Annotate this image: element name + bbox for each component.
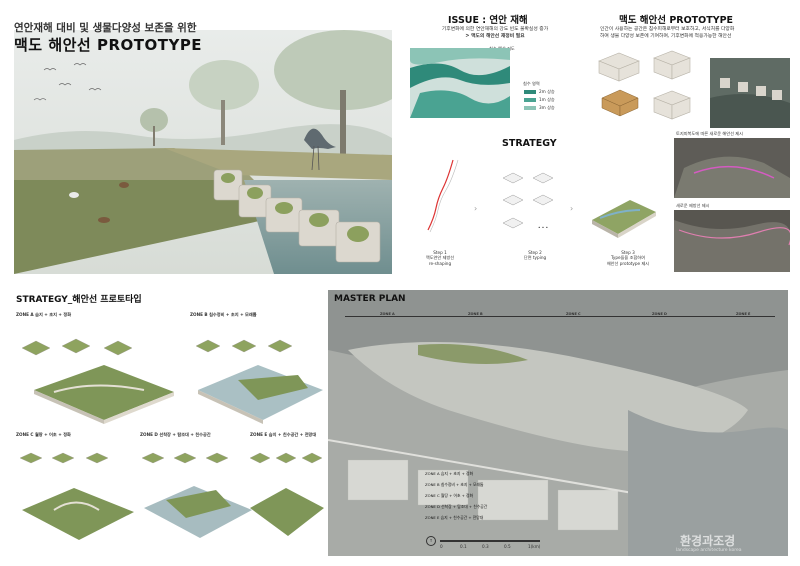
legend-label-3: 3m 상승 <box>539 105 555 110</box>
step2-diagram <box>498 168 558 238</box>
zone-b-label: ZONE B 침수정비 + 초지 + 모래톱 <box>190 312 257 317</box>
scale-1: 0.1 <box>460 544 467 549</box>
zone-b-marker: ZONE B <box>468 312 483 316</box>
step1-label: Step 1 맥도연안 제방선 re-shaping <box>410 250 470 266</box>
prototype-caption-2: 새로운 제방선 제시 <box>676 203 710 208</box>
hero-rendering <box>14 30 392 274</box>
flood-map <box>410 48 510 118</box>
strategy-title: STRATEGY <box>502 138 557 149</box>
arrow-icon: › <box>570 204 574 213</box>
zone-c-label: ZONE C 월땅 + 어초 + 정화 <box>16 432 71 437</box>
issue-desc-1: 기후변화에 의한 연안재해의 강도 빈도 불확실성 증가 <box>441 27 549 32</box>
page-subtitle: 연안재해 대비 및 생물다양성 보존을 위한 <box>14 22 197 34</box>
scale-3: 0.5 <box>504 544 511 549</box>
legend-zone-e: ZONE E 습지 + 친수공간 + 전망대 <box>425 515 484 520</box>
zone-e-models <box>246 440 326 550</box>
step3-line2: Type들을 조합하여 <box>610 255 646 260</box>
zone-e-label: ZONE E 습지 + 친수공간 + 전망대 <box>250 432 317 437</box>
zone-a-models <box>14 320 184 425</box>
step3-label: Step 3 Type들을 조합하여 해안선 prototype 제시 <box>588 250 668 267</box>
legend-swatch-1 <box>524 90 536 94</box>
legend-zone-d: ZONE D 선착장 + 탐조대 + 친수공간 <box>425 504 488 509</box>
step1-diagram <box>408 158 468 233</box>
issue-desc-2: > 맥도의 해안선 재정비 필요 <box>465 34 525 39</box>
step3-line3: 해안선 prototype 제시 <box>606 261 650 266</box>
step1-line2: 맥도연안 제방선 <box>425 255 455 260</box>
step1-line1: Step 1 <box>433 250 447 255</box>
step1-line3: re-shaping <box>428 261 452 266</box>
step3-diagram <box>590 180 658 240</box>
prototype-title: 맥도 해안선 PROTOTYPE <box>619 15 734 26</box>
scale-0: 0 <box>440 544 443 549</box>
zone-d-marker: ZONE D <box>652 312 667 316</box>
prototype-photo <box>710 58 790 128</box>
legend-zone-a: ZONE A 습지 + 초지 + 정화 <box>425 471 473 476</box>
strategy-types-title: STRATEGY_해안선 프로토타입 <box>16 295 142 305</box>
landcover-map <box>674 138 790 198</box>
step3-line1: Step 3 <box>621 250 635 255</box>
zone-a-label: ZONE A 습지 + 초지 + 정화 <box>16 312 72 317</box>
zone-c-marker: ZONE C <box>566 312 581 316</box>
zone-d-models <box>136 440 256 550</box>
master-plan-legend: ZONE A 습지 + 초지 + 정화 ZONE B 침수정비 + 초지 + 모… <box>425 468 535 523</box>
legend-zone-c: ZONE C 월땅 + 어초 + 정화 <box>425 493 474 498</box>
scale-bar <box>440 540 540 542</box>
levee-map <box>674 210 792 272</box>
master-plan-title: MASTER PLAN <box>334 294 406 304</box>
prototype-desc-1: 인간이 사용하는 공간은 침수피해로부터 보호하고, 서식처를 다양화 <box>600 27 735 32</box>
step2-line1: Step 2 <box>528 250 542 255</box>
zone-a-marker: ZONE A <box>380 312 395 316</box>
legend-label-2: 1m 상승 <box>539 97 555 102</box>
watermark-title: 환경과조경 <box>680 534 736 548</box>
flood-legend-title: 침수 영역 <box>523 81 540 86</box>
issue-title: ISSUE : 연안 재해 <box>448 15 528 26</box>
legend-label-1: 2m 상승 <box>539 89 555 94</box>
master-plan-map <box>328 290 788 556</box>
watermark-subtitle: landscape architecture korea <box>676 548 742 553</box>
scale-4: 1(km) <box>528 544 541 549</box>
zone-c-models <box>14 440 139 550</box>
scale-2: 0.3 <box>482 544 489 549</box>
north-arrow-icon: ↑ <box>426 536 436 546</box>
zone-timeline <box>345 316 775 317</box>
zone-e-marker: ZONE E <box>736 312 751 316</box>
zone-b-models <box>188 320 328 425</box>
step2-dots: • • • <box>538 225 549 230</box>
legend-swatch-3 <box>524 106 536 110</box>
flood-legend: 2m 상승 1m 상승 3m 상승 <box>524 89 555 111</box>
prototype-desc-2: 하여 생물 다양성 보존에 기여하며, 기후변화에 적응가능한 해안선 <box>600 34 732 39</box>
page-title: 맥도 해안선 PROTOTYPE <box>14 36 203 54</box>
step2-line2: 단면 typing <box>523 255 547 260</box>
legend-swatch-2 <box>524 98 536 102</box>
step2-label: Step 2 단면 typing <box>505 250 565 261</box>
prototype-models <box>594 46 704 130</box>
prototype-caption-1: 토지피복도에 따른 새로운 해안선 제시 <box>676 131 743 136</box>
arrow-icon: › <box>474 204 478 213</box>
legend-zone-b: ZONE B 침수정비 + 초지 + 모래톱 <box>425 482 484 487</box>
zone-d-label: ZONE D 선착장 + 탐조대 + 친수공간 <box>140 432 211 437</box>
